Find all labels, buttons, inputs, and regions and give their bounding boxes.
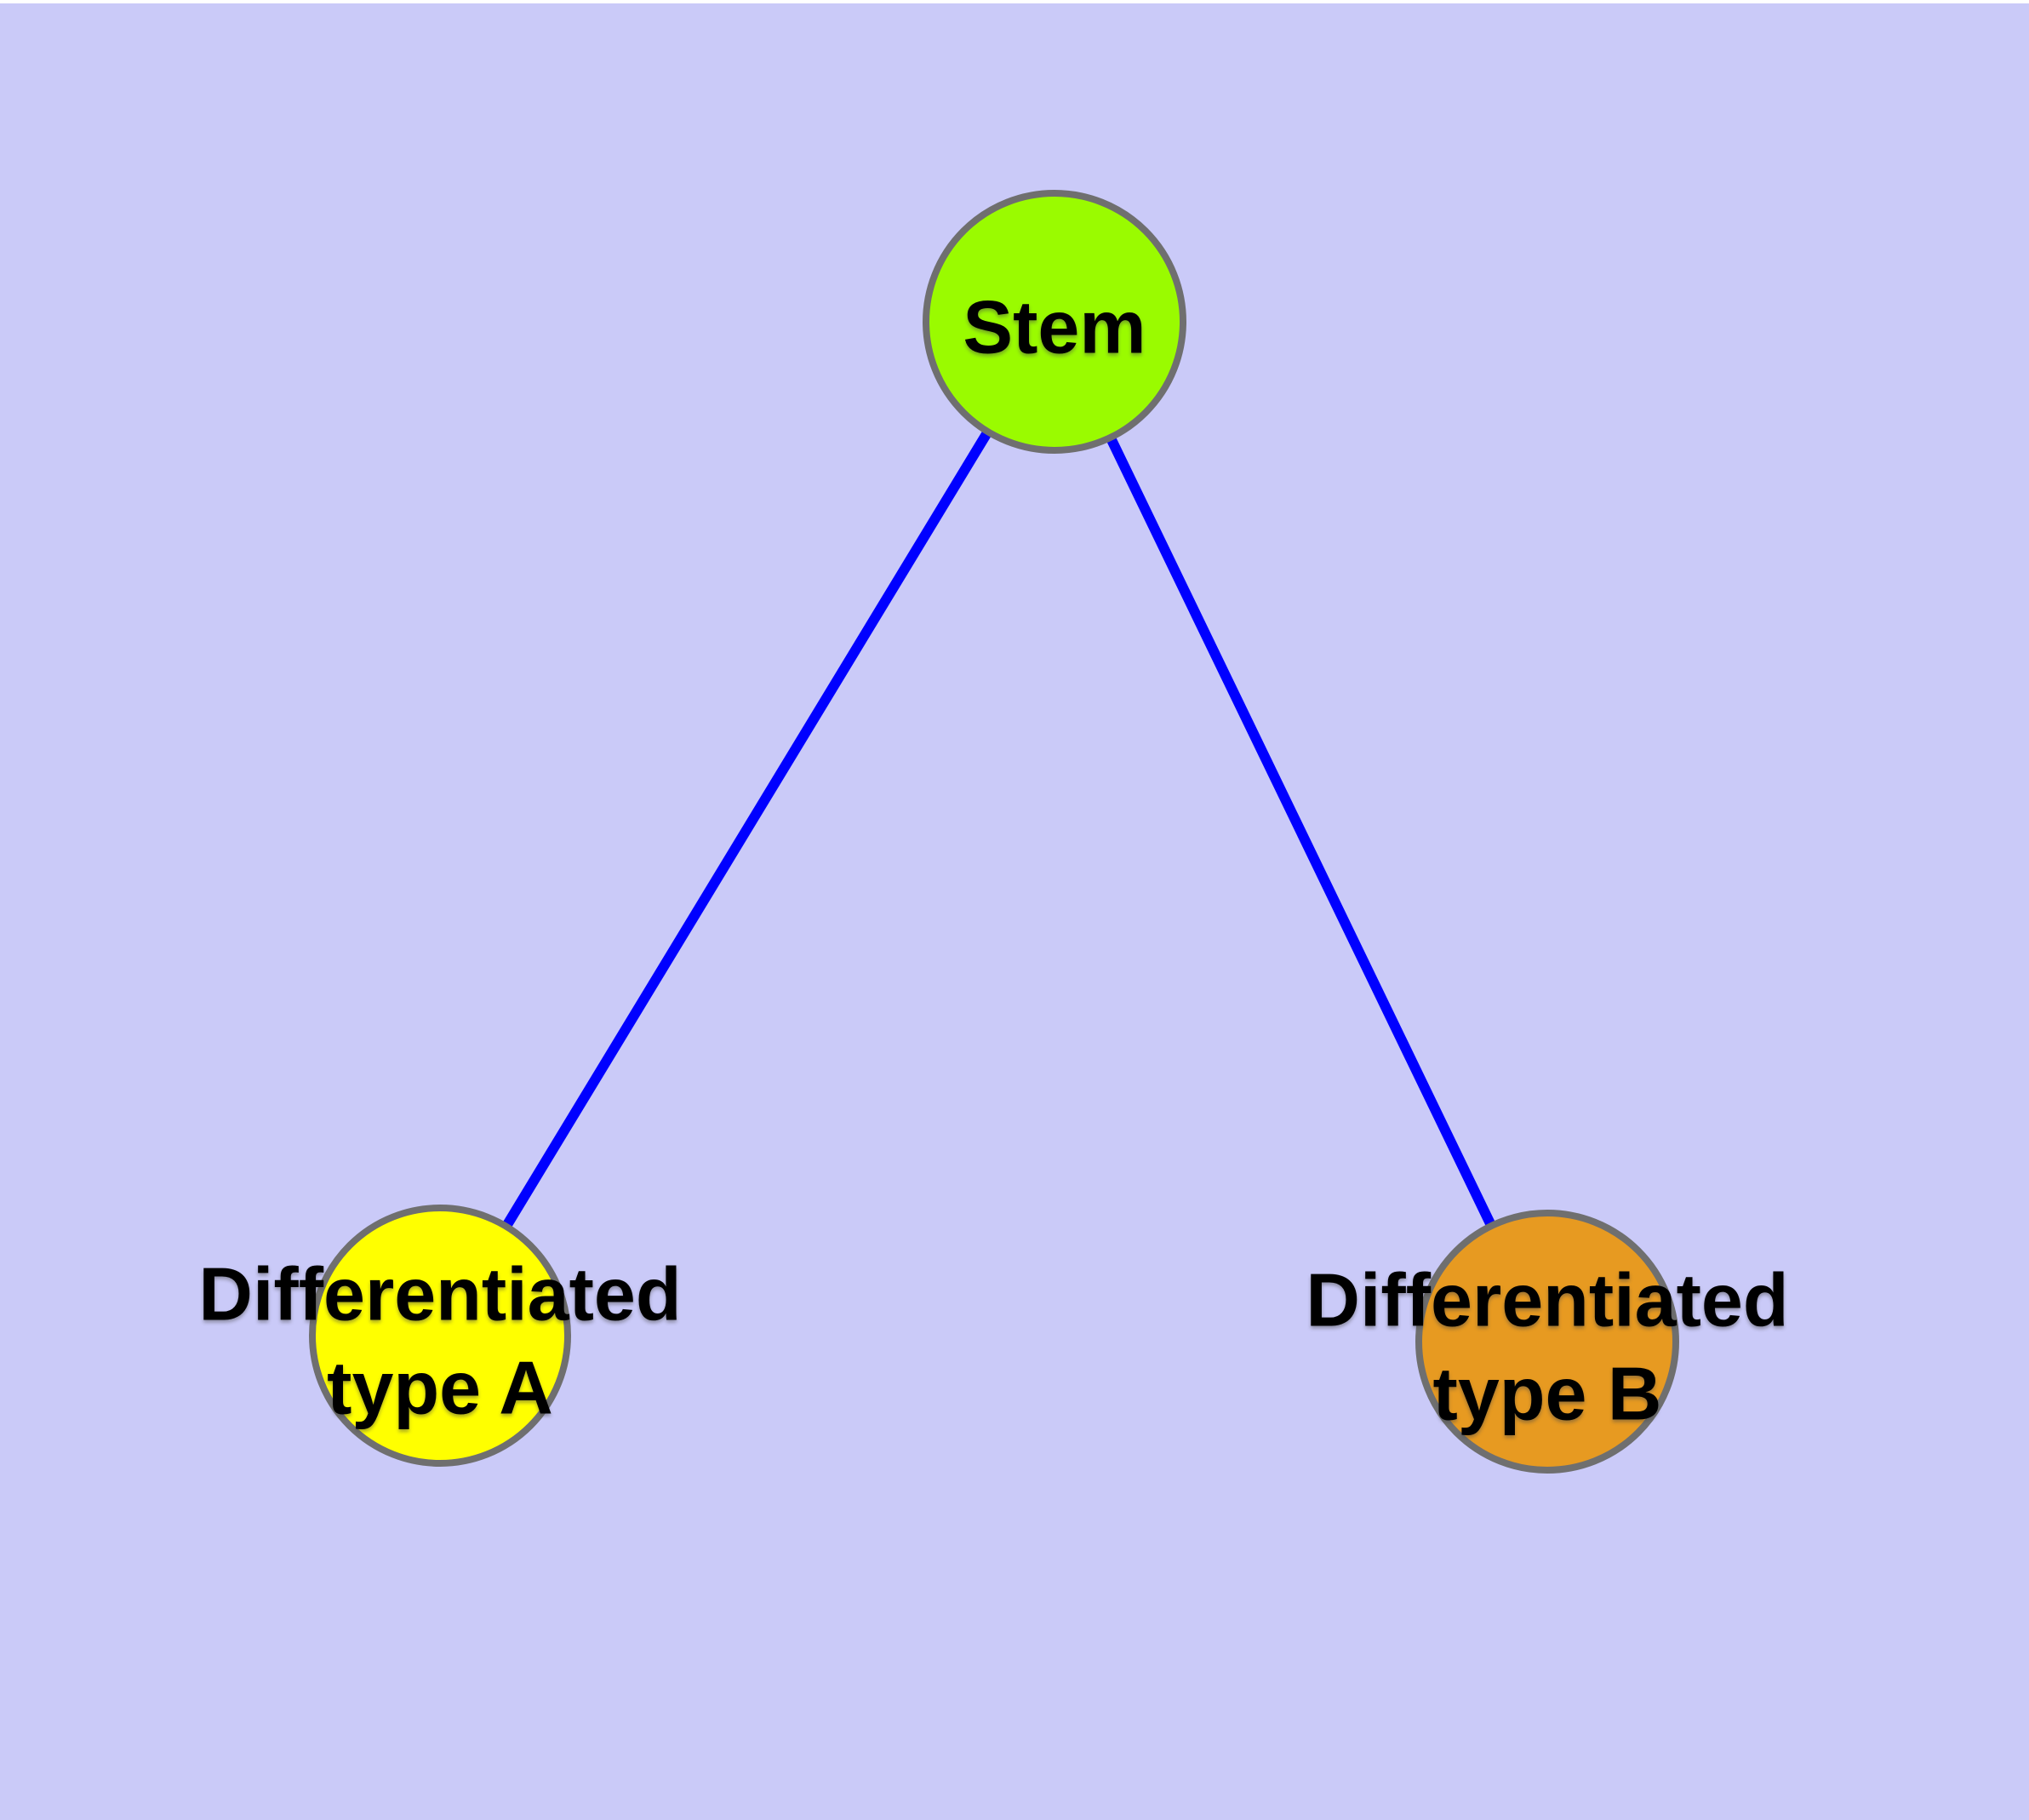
node-stem — [923, 190, 1186, 454]
node-label-type-a: Differentiated type A — [198, 1252, 681, 1430]
node-label-stem: Stem — [963, 285, 1146, 369]
node-label-line: Stem — [963, 285, 1146, 369]
node-type-a — [309, 1205, 571, 1467]
nodes-layer — [309, 190, 1679, 1474]
node-label-type-b: Differentiated type B — [1306, 1258, 1788, 1436]
edges-layer — [435, 318, 1552, 1344]
edge-stem-to-type-a — [435, 318, 1060, 1339]
node-label-line: type A — [327, 1346, 553, 1430]
node-label-line: Differentiated — [198, 1252, 681, 1336]
node-type-b — [1415, 1210, 1679, 1474]
edge-stem-to-type-b — [1049, 319, 1552, 1344]
node-label-line: Differentiated — [1306, 1258, 1788, 1342]
node-label-line: type B — [1433, 1352, 1662, 1436]
